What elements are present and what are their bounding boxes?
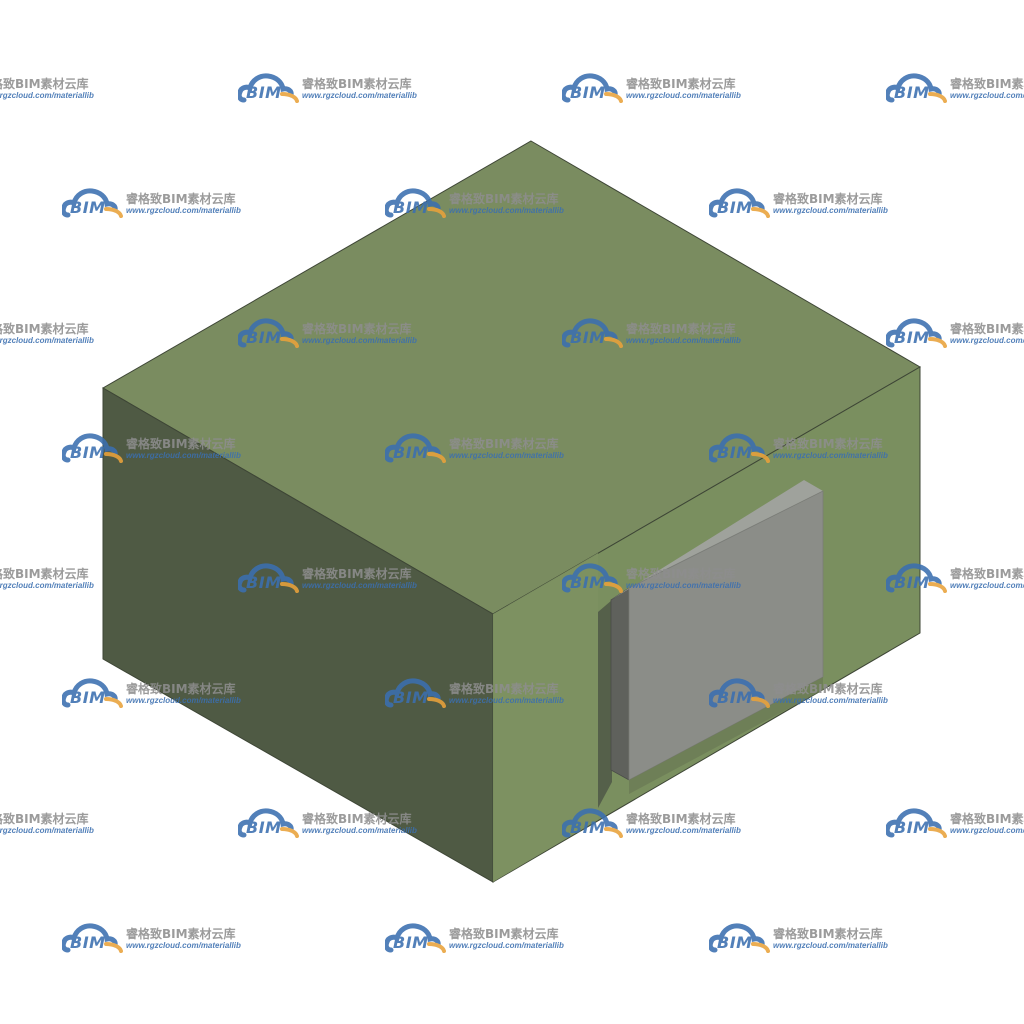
recess-shadow: [598, 600, 612, 808]
right-face-highlight: [493, 553, 598, 882]
plate-top-face: [611, 480, 823, 600]
plate-base-slot: [629, 677, 823, 794]
plate-side-face: [610, 587, 630, 781]
